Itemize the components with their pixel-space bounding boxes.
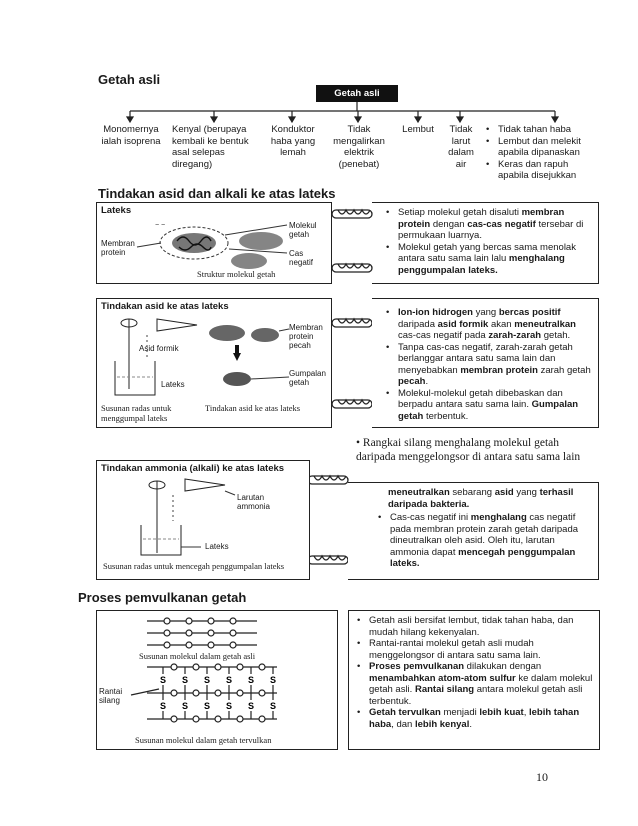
- lateks-point: Molekul getah yang bercas sama menolak a…: [386, 242, 592, 277]
- root-box-getah-asli: Getah asli: [316, 85, 398, 102]
- crosslink-note: • Rangkai silang menghalang molekul geta…: [356, 436, 596, 464]
- ammonia-point: Cas-cas negatif ini menghalang cas negat…: [378, 512, 592, 570]
- sulfur-atom-label: S: [270, 701, 276, 711]
- ammonia-box-heading: Tindakan ammonia (alkali) ke atas lateks: [101, 463, 285, 474]
- section-title-pemvulkanan: Proses pemvulkanan getah: [78, 590, 247, 605]
- vulcan-point: Proses pemvulkanan dilakukan dengan mena…: [357, 661, 593, 707]
- vulcan-point: Getah tervulkan menjadi lebih kuat, lebi…: [357, 707, 593, 730]
- sulfur-atom-label: S: [182, 675, 188, 685]
- vulcanization-diagram-box: S S S S S S S S S S S S Susunan molekul dalam getah…: [96, 610, 338, 750]
- label-molekul-getah: Molekul getah: [289, 221, 317, 239]
- acid-box-heading: Tindakan asid ke atas lateks: [101, 301, 229, 312]
- label-asid-formik: Asid formik: [139, 344, 179, 353]
- property-bullets: Tidak tahan haba Lembut dan melekit apab…: [486, 124, 596, 182]
- label-lateks: Lateks: [161, 380, 185, 389]
- ammonia-caption: Susunan radas untuk mencegah penggumpala…: [103, 561, 285, 571]
- lateks-text-box: Setiap molekul getah disaluti membran pr…: [372, 202, 599, 284]
- acid-text-box: Ion-ion hidrogen yang bercas positif dar…: [372, 298, 599, 428]
- note-text: Rangkai silang menghalang molekul getah …: [356, 437, 581, 463]
- label-membran-protein: Membran protein: [101, 239, 135, 257]
- lateks-box-heading: Lateks: [101, 205, 132, 216]
- sulfur-atom-label: S: [248, 675, 254, 685]
- ammonia-apparatus-diagram: [140, 478, 236, 556]
- acid-apparatus-diagram: [114, 318, 290, 396]
- vulcanization-diagram: S S S S S S S S S S S S: [130, 617, 278, 723]
- sulfur-atom-label: S: [204, 701, 210, 711]
- section-title-asid-alkali: Tindakan asid dan alkali ke atas lateks: [98, 186, 336, 201]
- property-monomer: Monomernya ialah isoprena: [101, 124, 161, 147]
- acid-point: Ion-ion hidrogen yang bercas positif dar…: [386, 307, 592, 342]
- vulcan-point: Rantai-rantai molekul getah asli mudah m…: [357, 638, 593, 661]
- root-box-label: Getah asli: [334, 88, 380, 99]
- property-penebat: Tidak mengalirkan elektrik (penebat): [333, 124, 385, 170]
- property-bullet: Lembut dan melekit apabila dipanaskan: [486, 136, 596, 159]
- lateks-box-caption: Struktur molekul getah: [197, 269, 276, 279]
- vulcan-caption-bottom: Susunan molekul dalam getah tervulkan: [135, 735, 272, 745]
- section-title-getah-asli: Getah asli: [98, 72, 161, 87]
- sulfur-atom-label: S: [182, 701, 188, 711]
- acid-caption-right: Tindakan asid ke atas lateks: [205, 403, 301, 413]
- svg-text:− −: − −: [155, 222, 165, 229]
- property-tidak-larut: Tidak larut dalam air: [448, 124, 474, 170]
- page-number: 10: [536, 770, 548, 784]
- sulfur-atom-label: S: [160, 675, 166, 685]
- note-bullet: •: [356, 437, 363, 449]
- property-tree-lines: [125, 102, 560, 124]
- sulfur-atom-label: S: [270, 675, 276, 685]
- property-bullet: Tidak tahan haba: [486, 124, 596, 136]
- vulcan-point: Getah asli bersifat lembut, tidak tahan …: [357, 615, 593, 638]
- sulfur-atom-label: S: [226, 701, 232, 711]
- vulcanization-text-box: Getah asli bersifat lembut, tidak tahan …: [348, 610, 600, 750]
- ammonia-diagram-box: Tindakan ammonia (alkali) ke atas lateks…: [96, 460, 310, 580]
- property-kenyal: Kenyal (berupaya kembali ke bentuk asal …: [172, 124, 249, 170]
- label-rantai-silang: Rantai silang: [99, 687, 123, 705]
- sulfur-atom-label: S: [204, 675, 210, 685]
- property-konduktor: Konduktor haba yang lemah: [270, 124, 316, 158]
- sulfur-atom-label: S: [226, 675, 232, 685]
- label-cas-negatif: Cas negatif: [289, 249, 314, 267]
- rubber-molecule-diagram: − −: [136, 222, 288, 269]
- property-lembut: Lembut: [402, 124, 434, 135]
- acid-diagram-box: Tindakan asid ke atas lateks Asid formik…: [96, 298, 332, 428]
- ammonia-lead-text: meneutralkan sebarang asid yang terhasil…: [388, 487, 574, 510]
- label-larutan-ammonia: Larutan ammonia: [237, 493, 270, 511]
- label-membran-pecah: Membran protein pecah: [289, 323, 323, 350]
- vulcan-caption-top: Susunan molekul dalam getah asli: [139, 651, 256, 661]
- acid-point: Tanpa cas-cas negatif, zarah-zarah getah…: [386, 342, 592, 388]
- label-lateks-ammonia: Lateks: [205, 542, 229, 551]
- acid-point: Molekul-molekul getah dibebaskan dan ber…: [386, 388, 592, 423]
- lateks-diagram-box: Lateks − − Membran protein Molekul getah…: [96, 202, 332, 284]
- acid-caption-left: Susunan radas untuk menggumpal lateks: [101, 403, 172, 423]
- property-bullet: Keras dan rapuh apabila disejukkan: [486, 159, 596, 182]
- label-gumpalan-getah: Gumpalan getah: [289, 369, 326, 387]
- sulfur-atom-label: S: [248, 701, 254, 711]
- ammonia-text-box: meneutralkan sebarang asid yang terhasil…: [348, 482, 599, 580]
- sulfur-atom-label: S: [160, 701, 166, 711]
- lateks-point: Setiap molekul getah disaluti membran pr…: [386, 207, 592, 242]
